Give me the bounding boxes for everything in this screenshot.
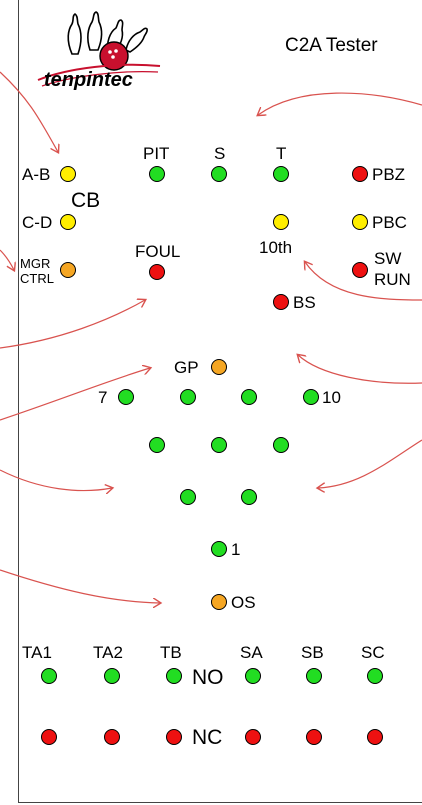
- label-cd: C-D: [22, 213, 53, 232]
- label-tenth: 10th: [259, 238, 293, 257]
- led-s: [211, 166, 227, 182]
- label-tb: TB: [160, 643, 182, 662]
- led-pin-2: [180, 489, 196, 505]
- logo-wordmark: tenpintec: [44, 69, 133, 91]
- led-sb-no: [306, 668, 322, 684]
- label-ctrl: CTRL: [20, 271, 54, 286]
- label-os: OS: [231, 593, 256, 612]
- led-pin-1: [211, 541, 227, 557]
- label-nc: NC: [192, 726, 223, 749]
- label-t: T: [276, 144, 287, 163]
- label-ta1: TA1: [22, 643, 52, 662]
- led-ab: [60, 166, 76, 182]
- led-ta2-no: [104, 668, 120, 684]
- led-sc-no: [367, 668, 383, 684]
- led-cd: [60, 214, 76, 230]
- led-gp: [211, 359, 227, 375]
- led-ta1-nc: [41, 729, 57, 745]
- led-pit: [149, 166, 165, 182]
- led-tb-nc: [166, 729, 182, 745]
- led-bs: [273, 294, 289, 310]
- label-no: NO: [192, 666, 224, 689]
- led-pin-5: [211, 437, 227, 453]
- label-pbc: PBC: [372, 213, 407, 232]
- led-ta1-no: [41, 668, 57, 684]
- label-s: S: [214, 144, 226, 163]
- label-foul: FOUL: [135, 242, 181, 261]
- label-sc: SC: [361, 643, 385, 662]
- tenpintec-logo: tenpintec: [37, 11, 161, 91]
- label-pbz: PBZ: [372, 165, 406, 184]
- led-pin-6: [273, 437, 289, 453]
- led-ta2-nc: [104, 729, 120, 745]
- led-sa-no: [245, 668, 261, 684]
- led-sw-run: [352, 262, 368, 278]
- led-pin-3: [241, 489, 257, 505]
- label-pin-7: 7: [98, 388, 108, 407]
- page-title: C2A Tester: [285, 35, 378, 56]
- led-pin-8: [180, 389, 196, 405]
- led-pin-10: [303, 389, 319, 405]
- led-tb-no: [166, 668, 182, 684]
- led-mgr-ctrl: [60, 262, 76, 278]
- led-pin-4: [149, 437, 165, 453]
- led-pin-7: [118, 389, 134, 405]
- led-pbz: [352, 166, 368, 182]
- led-foul: [149, 264, 165, 280]
- label-gp: GP: [174, 358, 199, 377]
- label-pit: PIT: [143, 144, 170, 163]
- led-sa-nc: [245, 729, 261, 745]
- led-pin-9: [241, 389, 257, 405]
- arrow-to-mgr-ctrl: [0, 249, 14, 270]
- label-ab: A-B: [22, 165, 51, 184]
- led-os: [211, 594, 227, 610]
- led-sb-nc: [306, 729, 322, 745]
- led-sc-nc: [367, 729, 383, 745]
- label-cb: CB: [71, 189, 101, 212]
- label-run: RUN: [374, 270, 411, 289]
- led-tenth: [273, 214, 289, 230]
- led-pbc: [352, 214, 368, 230]
- label-mgr: MGR: [20, 256, 51, 271]
- label-sw: SW: [374, 249, 402, 268]
- label-ta2: TA2: [93, 643, 123, 662]
- label-sb: SB: [301, 643, 324, 662]
- label-pin-10: 10: [322, 388, 341, 407]
- label-pin-1: 1: [231, 540, 241, 559]
- led-t: [273, 166, 289, 182]
- label-bs: BS: [293, 293, 316, 312]
- label-sa: SA: [240, 643, 263, 662]
